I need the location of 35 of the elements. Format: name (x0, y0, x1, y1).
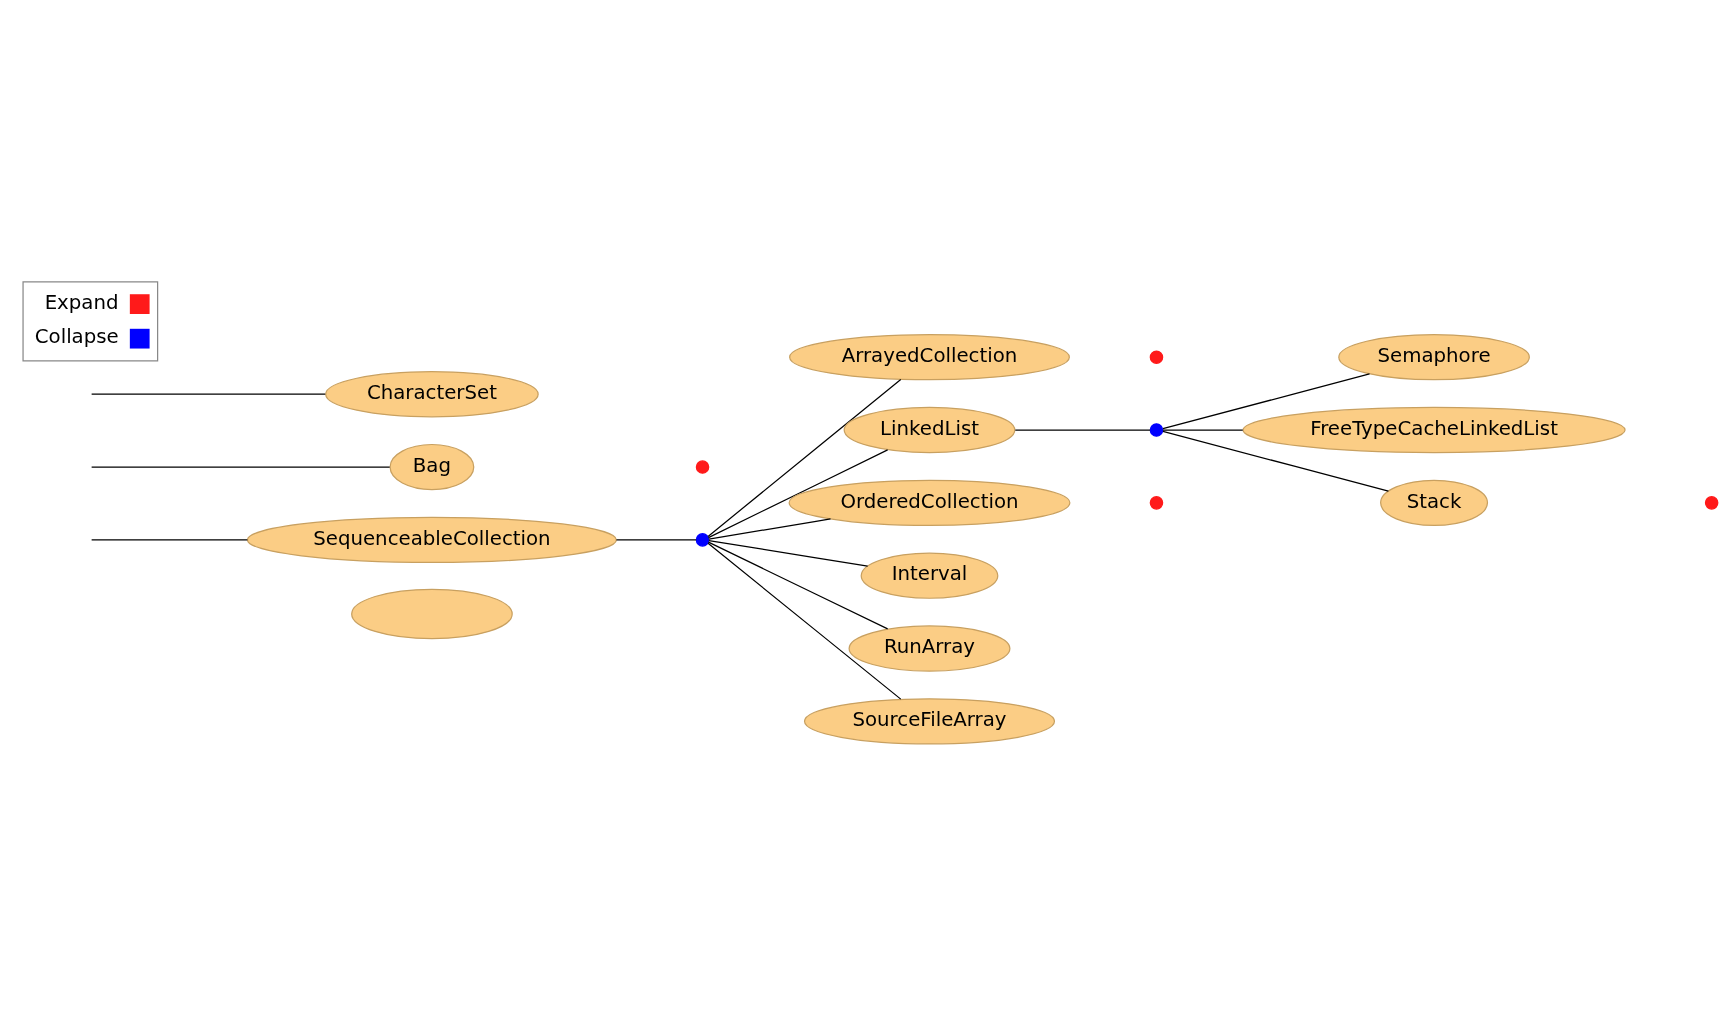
connector (1162, 372, 1371, 429)
connector (91, 465, 391, 468)
connector (708, 517, 832, 540)
legend-label: Collapse (34, 324, 119, 348)
node-circle (1149, 422, 1164, 437)
connector (1162, 430, 1389, 492)
node-ellipse: Stack (1380, 479, 1489, 526)
node-circle (695, 532, 710, 547)
node-ellipse: Semaphore (1338, 333, 1530, 380)
connector (708, 539, 869, 567)
node-ellipse: SourceFileArray (803, 697, 1056, 745)
connector (707, 541, 889, 629)
connector (91, 393, 326, 395)
node-ellipse: Interval (860, 552, 999, 599)
node-ellipse: Bag (389, 443, 475, 490)
connector (707, 448, 889, 538)
node-ellipse: CharacterSet (325, 370, 539, 417)
node-ellipse (351, 588, 513, 639)
node-circle (1149, 349, 1164, 364)
node-ellipse: RunArray (848, 624, 1011, 672)
node-ellipse: LinkedList (843, 406, 1016, 453)
connector (1162, 428, 1244, 431)
node-ellipse: SequenceableCollection (246, 516, 617, 563)
node-circle (695, 459, 710, 474)
node-ellipse: ArrayedCollection (789, 333, 1070, 380)
node-circle (1149, 495, 1164, 510)
connector (91, 538, 248, 540)
connector (615, 538, 697, 540)
legend-label: Expand (44, 290, 119, 314)
connector (1014, 428, 1151, 431)
node-circle (1704, 495, 1719, 510)
connector (707, 378, 902, 537)
node-ellipse: OrderedCollection (788, 479, 1071, 526)
connector (707, 542, 902, 700)
node-ellipse: FreeTypeCacheLinkedList (1242, 406, 1626, 453)
